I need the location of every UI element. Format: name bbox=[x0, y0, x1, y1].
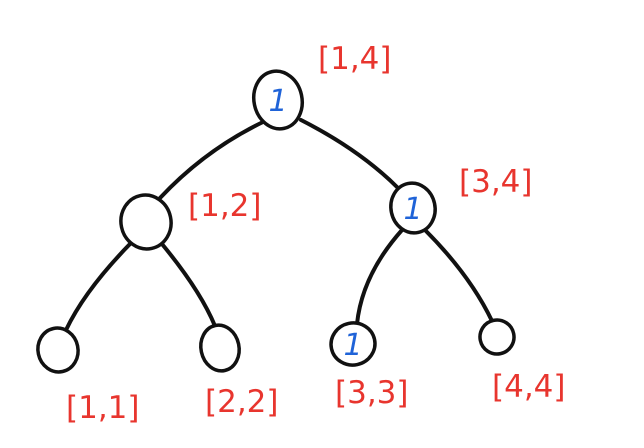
range-label-n22: [2,2] bbox=[205, 384, 279, 420]
tree-edge-n34-n44 bbox=[423, 228, 494, 323]
node-circle bbox=[389, 181, 437, 235]
tree-node-n14: 1 bbox=[252, 69, 304, 131]
tree-node-n22 bbox=[199, 323, 241, 373]
node-circle bbox=[252, 69, 304, 131]
range-label-n12: [1,2] bbox=[188, 188, 262, 224]
tree-node-n11 bbox=[36, 326, 80, 374]
node-circle bbox=[199, 323, 241, 373]
range-label-n34: [3,4] bbox=[459, 164, 533, 200]
tree-edge-n12-n22 bbox=[160, 242, 217, 328]
tree-node-n44 bbox=[478, 318, 516, 356]
tree-edge-n12-n11 bbox=[64, 242, 132, 332]
tree-node-n33: 1 bbox=[329, 321, 377, 367]
range-label-n14: [1,4] bbox=[318, 41, 392, 77]
node-value: 1 bbox=[268, 84, 287, 119]
node-value: 1 bbox=[343, 328, 362, 363]
nodes-layer: 1 1 1 bbox=[36, 69, 516, 374]
range-label-n44: [4,4] bbox=[492, 369, 566, 405]
tree-node-n34: 1 bbox=[389, 181, 437, 235]
node-circle bbox=[36, 326, 80, 374]
range-label-n33: [3,3] bbox=[335, 375, 409, 411]
edges-layer bbox=[64, 118, 494, 332]
tree-edge-n14-n12 bbox=[158, 120, 265, 200]
node-circle bbox=[329, 321, 377, 367]
node-circle bbox=[478, 318, 516, 356]
labels-layer: [1,4] [1,2] [3,4] [1,1] [2,2] [3,3] [4,4] bbox=[66, 41, 566, 426]
tree-edge-n14-n34 bbox=[299, 118, 400, 190]
range-label-n11: [1,1] bbox=[66, 390, 140, 426]
node-value: 1 bbox=[403, 192, 422, 227]
tree-node-n12 bbox=[119, 193, 173, 251]
node-circle bbox=[119, 193, 173, 251]
tree-edge-n34-n33 bbox=[355, 228, 404, 326]
